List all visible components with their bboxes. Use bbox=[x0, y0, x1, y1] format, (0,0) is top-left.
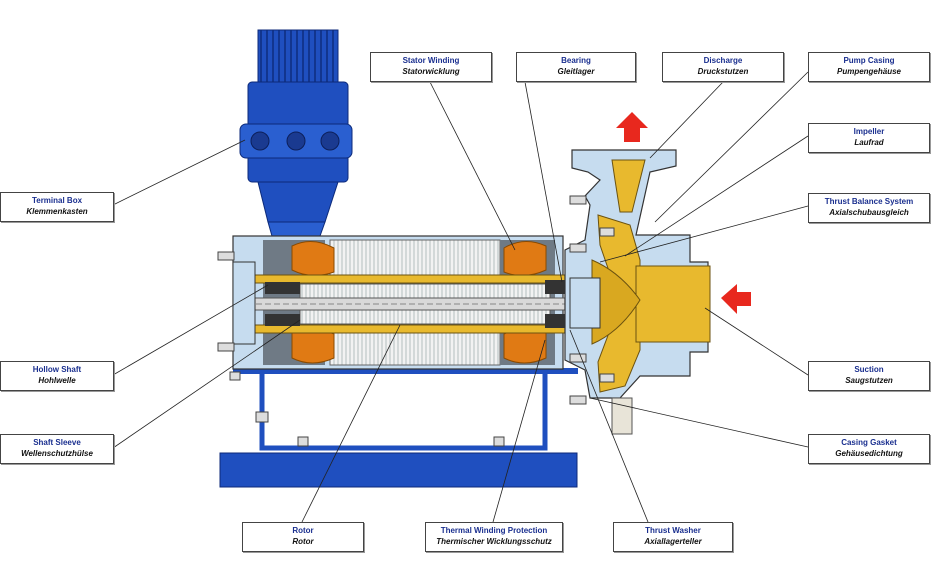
leader-thrust-balance bbox=[599, 205, 809, 263]
leader-suction bbox=[704, 307, 809, 376]
leader-pump-casing bbox=[654, 71, 809, 223]
base-plate bbox=[219, 452, 578, 488]
leader-terminal-box bbox=[112, 139, 246, 206]
leader-stator bbox=[429, 81, 516, 251]
pump-casing-drawing bbox=[564, 149, 711, 435]
label-bearing: Bearing Gleitlager bbox=[516, 52, 636, 82]
label-discharge: Discharge Druckstutzen bbox=[662, 52, 784, 82]
leader-casing-gasket bbox=[589, 397, 809, 448]
winding-top-left bbox=[291, 241, 335, 276]
label-thrust-washer: Thrust Washer Axiallagerteller bbox=[613, 522, 733, 552]
label-impeller: Impeller Laufrad bbox=[808, 123, 930, 153]
leader-shaft-sleeve bbox=[112, 319, 301, 449]
label-casing-gasket: Casing Gasket Gehäusedichtung bbox=[808, 434, 930, 464]
label-terminal-box: Terminal Box Klemmenkasten bbox=[0, 192, 114, 222]
winding-top-right bbox=[503, 241, 547, 276]
leader-discharge bbox=[649, 81, 724, 159]
leader-bearing bbox=[524, 81, 563, 283]
leader-impeller bbox=[624, 135, 809, 257]
leader-thrust-washer bbox=[569, 329, 649, 523]
label-suction: Suction Saugstutzen bbox=[808, 361, 930, 391]
label-shaft-sleeve: Shaft Sleeve Wellenschutzhülse bbox=[0, 434, 114, 464]
winding-bottom-left bbox=[291, 328, 335, 364]
leader-thermal bbox=[492, 339, 546, 523]
label-rotor: Rotor Rotor bbox=[242, 522, 364, 552]
leader-hollow-shaft bbox=[112, 284, 269, 376]
label-thrust-balance-system: Thrust Balance System Axialschubausgleic… bbox=[808, 193, 930, 223]
arrow-up-icon bbox=[616, 112, 648, 142]
terminal-box-drawing bbox=[239, 29, 353, 237]
label-stator-winding: Stator Winding Statorwicklung bbox=[370, 52, 492, 82]
motor-support-bracket bbox=[259, 372, 548, 451]
label-hollow-shaft: Hollow Shaft Hohlwelle bbox=[0, 361, 114, 391]
arrow-left-icon bbox=[721, 284, 751, 314]
label-pump-casing: Pump Casing Pumpengehäuse bbox=[808, 52, 930, 82]
label-thermal-winding-protection: Thermal Winding Protection Thermischer W… bbox=[425, 522, 563, 552]
leader-rotor bbox=[301, 324, 401, 523]
